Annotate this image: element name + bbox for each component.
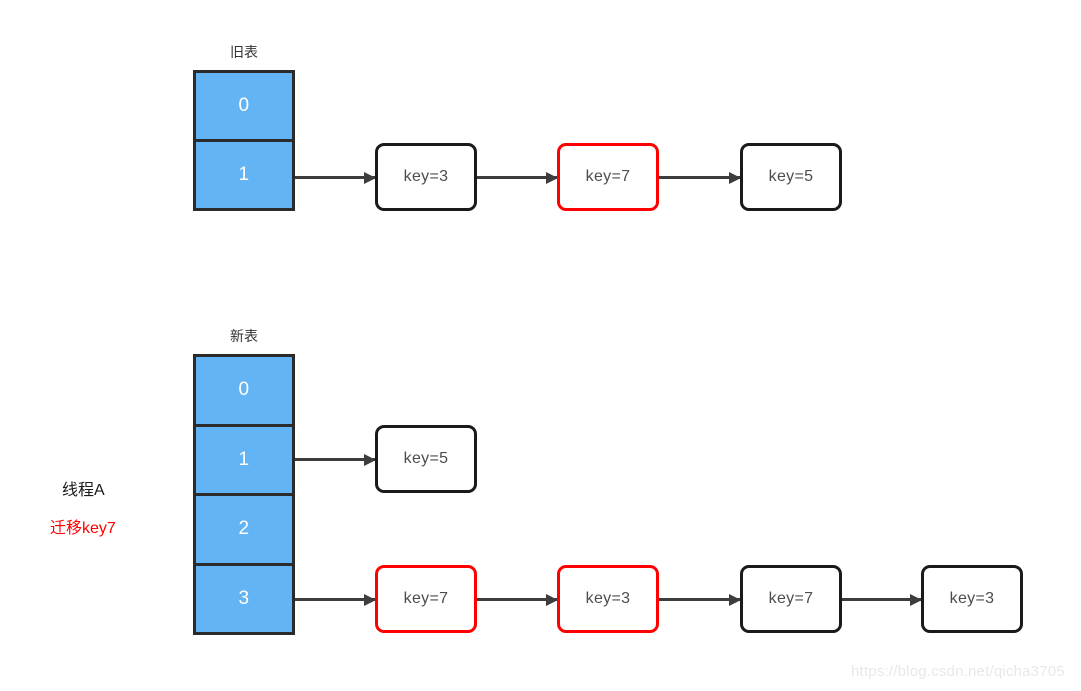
new-bucket3-chain-node-0[interactable]: key=7 [375,565,477,633]
new-bucket3-chain-node-2[interactable]: key=7 [740,565,842,633]
new-table-label: 新表 [230,328,258,344]
watermark-text: https://blog.csdn.net/qicha3705 [851,663,1065,680]
arrow-old-bucket1-to-node1 [295,176,375,179]
arrow-old-node1-to-node2 [659,176,740,179]
old-table-cell-1[interactable]: 1 [196,142,292,208]
arrow-new-node1-to-node2 [659,598,740,601]
arrow-new-bucket1-to-node0 [295,458,375,461]
thread-label: 线程A [62,482,105,499]
new-table-cell-3[interactable]: 3 [196,565,292,632]
old-chain-node-2[interactable]: key=5 [740,143,842,211]
new-bucket1-chain-node-0[interactable]: key=5 [375,425,477,493]
new-bucket3-chain-node-1[interactable]: key=3 [557,565,659,633]
new-table-cell-0[interactable]: 0 [196,357,292,427]
migrate-key-label: 迁移key7 [50,520,116,537]
old-chain-node-0[interactable]: key=3 [375,143,477,211]
old-table-cell-0[interactable]: 0 [196,73,292,142]
arrow-new-node2-to-node3 [842,598,921,601]
old-table-label: 旧表 [230,44,258,60]
arrow-new-bucket3-to-node0 [295,598,375,601]
old-chain-node-1[interactable]: key=7 [557,143,659,211]
arrow-old-node0-to-node1 [477,176,557,179]
new-table-cell-2[interactable]: 2 [196,496,292,566]
new-table-cell-1[interactable]: 1 [196,426,292,496]
old-table: 0 1 [193,70,295,211]
new-bucket3-chain-node-3[interactable]: key=3 [921,565,1023,633]
arrow-new-node0-to-node1 [477,598,557,601]
new-table: 0 1 2 3 [193,354,295,635]
